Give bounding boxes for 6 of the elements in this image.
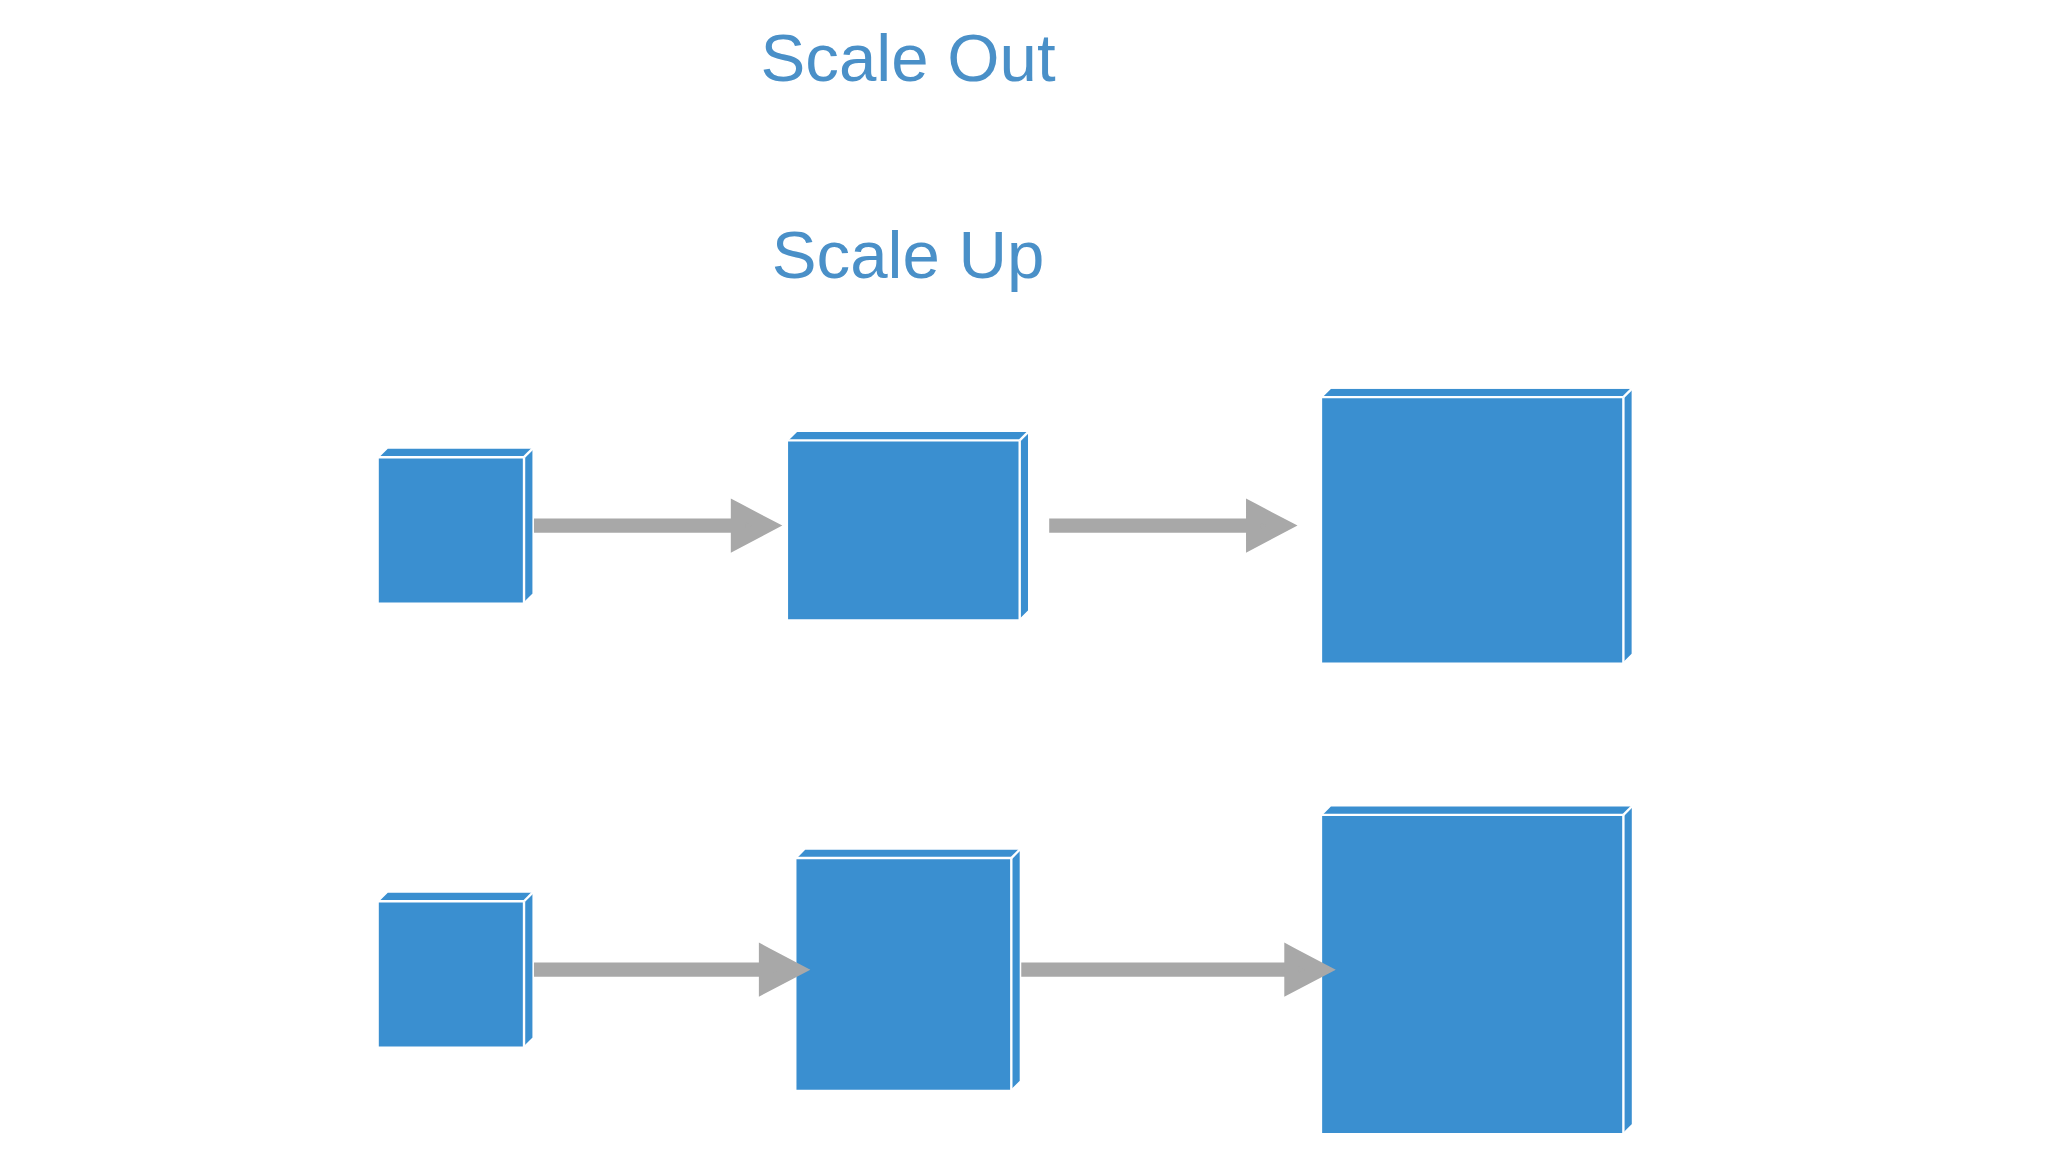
label: Scale Up — [771, 217, 1044, 293]
arrow — [1020, 942, 1336, 997]
arrow — [1048, 498, 1298, 553]
arrow — [533, 942, 810, 997]
label: Scale Out — [760, 20, 1056, 96]
arrow — [533, 498, 782, 553]
